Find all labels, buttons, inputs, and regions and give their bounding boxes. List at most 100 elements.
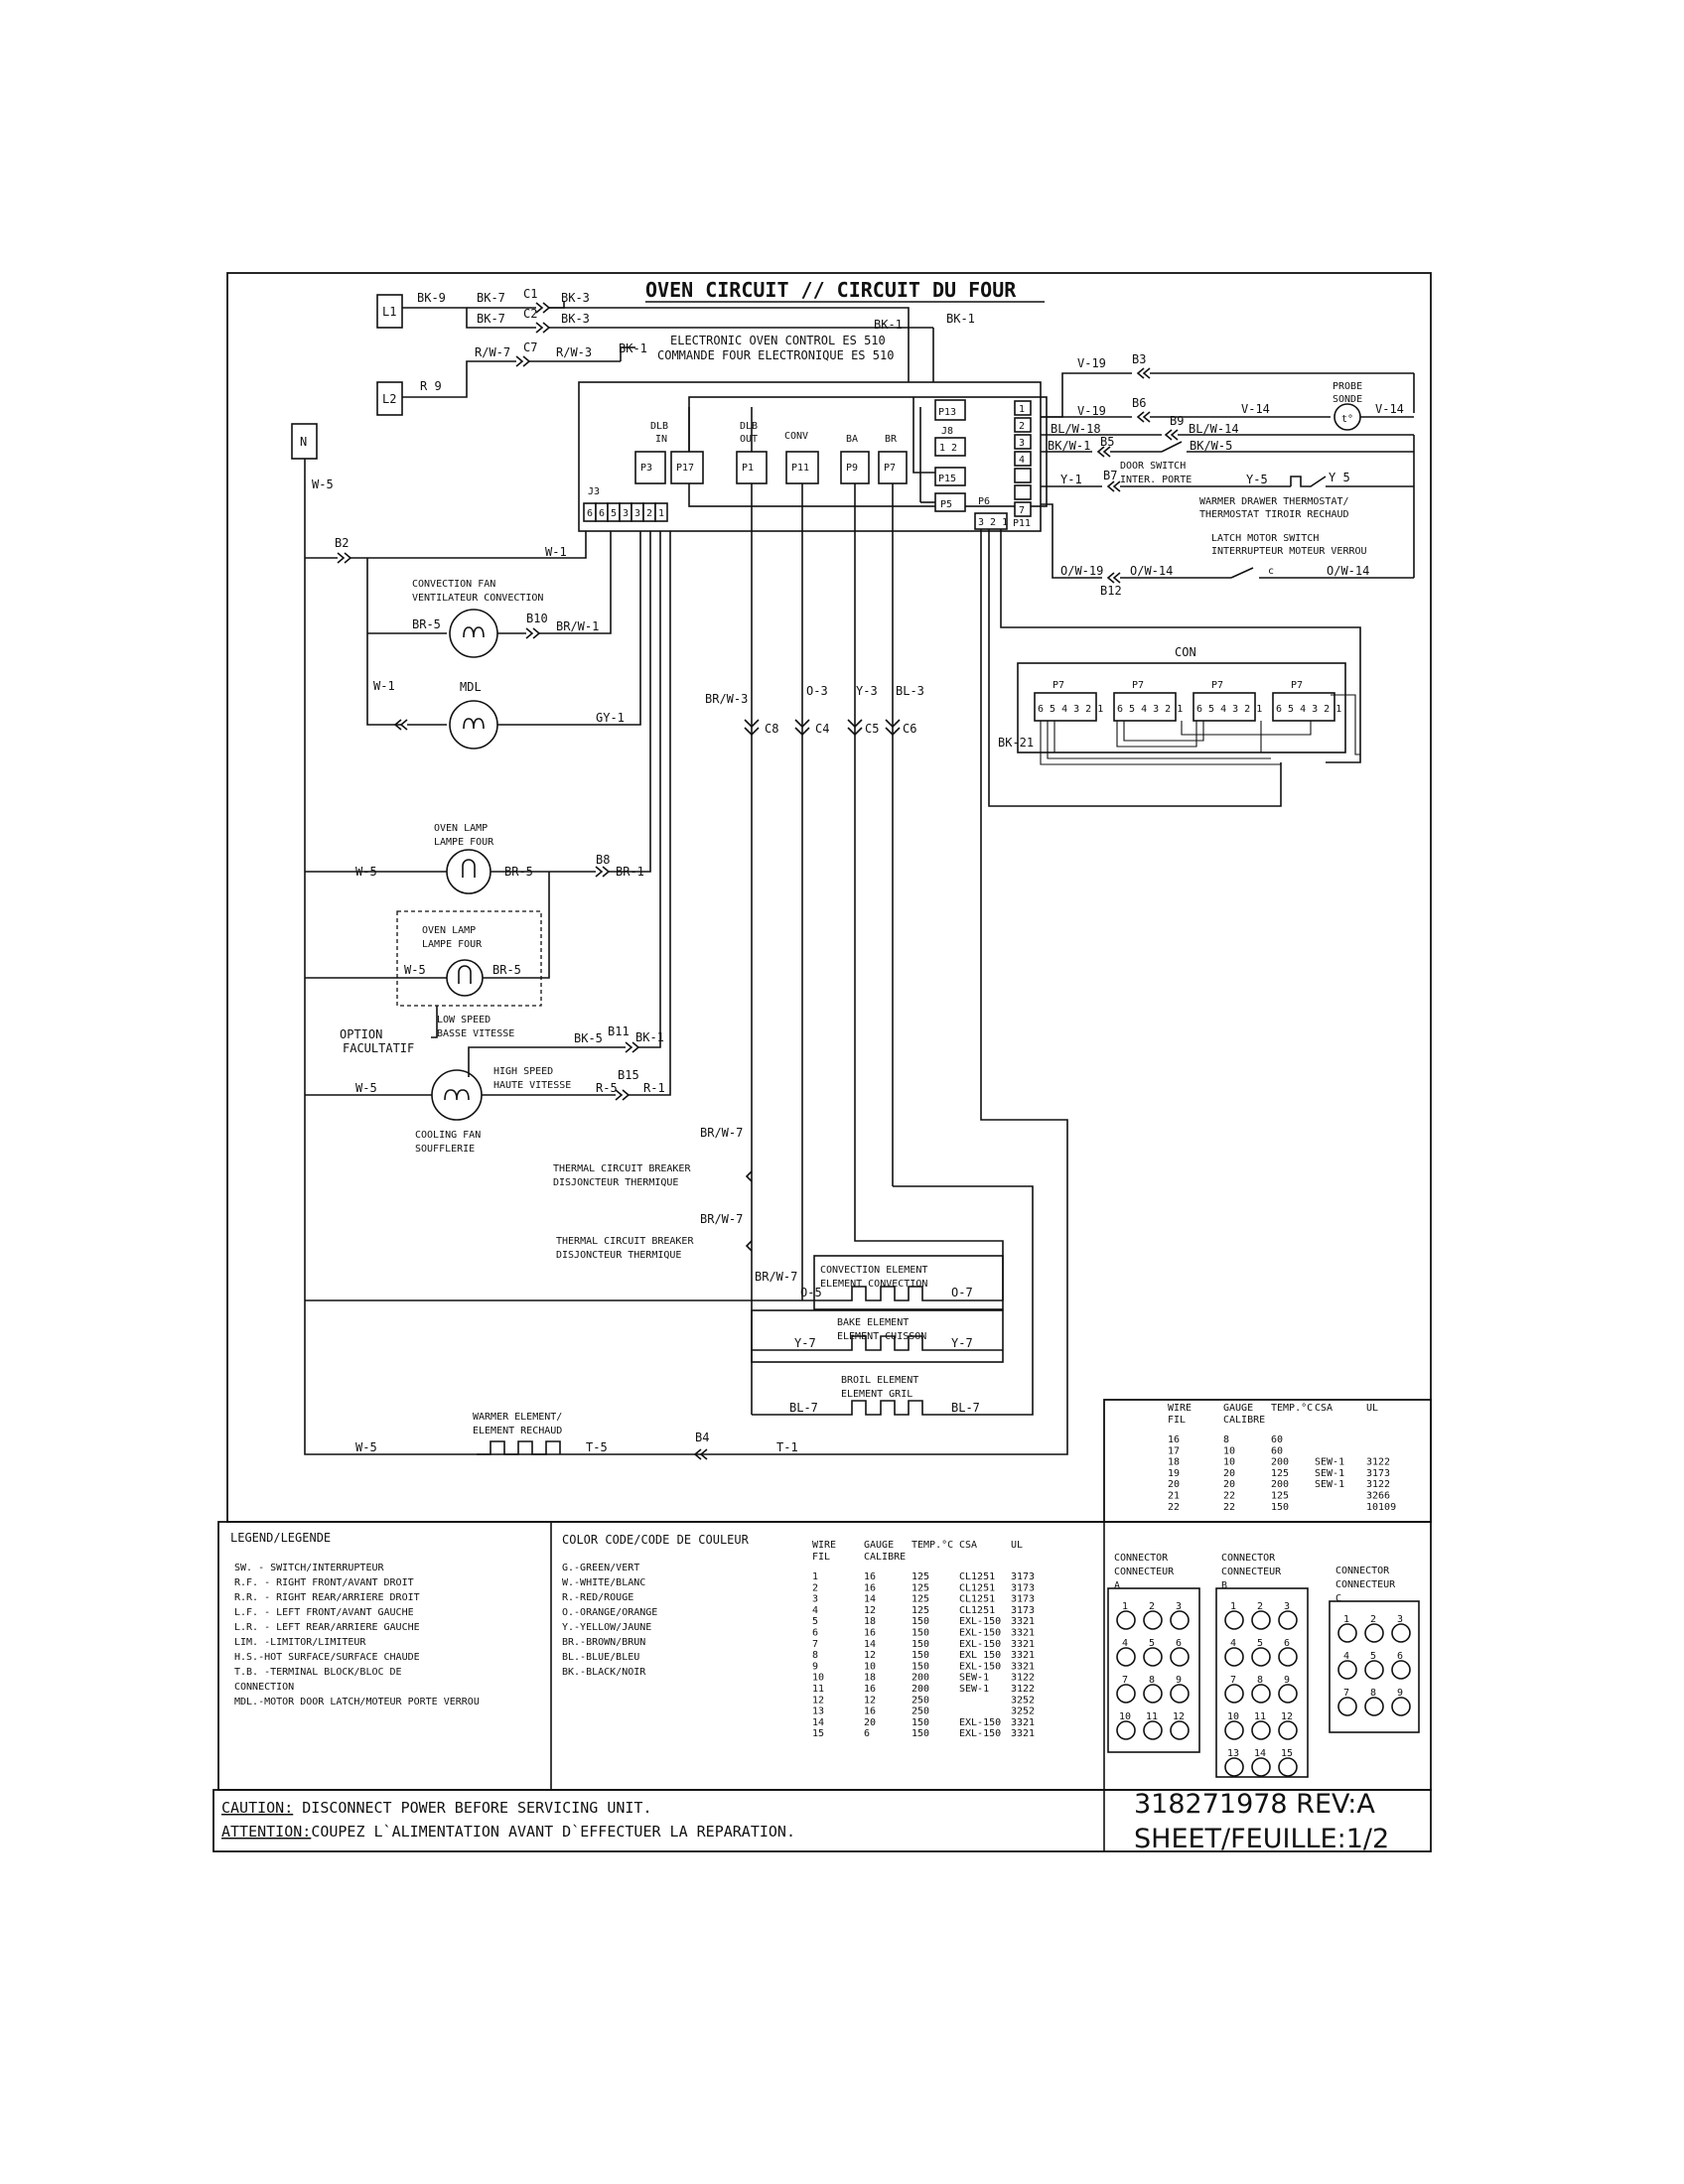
table-cell: 3321 bbox=[1011, 1717, 1035, 1728]
connector-b9: B9 bbox=[1170, 414, 1184, 428]
table-cell: 22 bbox=[1223, 1491, 1235, 1502]
legend-item: MDL.-MOTOR DOOR LATCH/MOTEUR PORTE VERRO… bbox=[234, 1697, 480, 1707]
table-cell: 3173 bbox=[1011, 1571, 1035, 1582]
legend-item: L.F. - LEFT FRONT/AVANT GAUCHE bbox=[234, 1607, 414, 1618]
wire-label-bk21: BK-21 bbox=[998, 736, 1034, 750]
control-ports: DLB IN P3 P17 DLB OUT P1 CONV P11 BA P9 … bbox=[583, 399, 1032, 530]
connector-b3: B3 bbox=[1132, 352, 1146, 366]
svg-text:P7: P7 bbox=[884, 463, 896, 474]
right-side-wiring bbox=[980, 367, 1415, 1430]
table-cell: 12 bbox=[864, 1650, 876, 1661]
connector-pin-number: 5 bbox=[1149, 1638, 1155, 1649]
warmer-element-label-fr: ELEMENT RECHAUD bbox=[473, 1426, 562, 1436]
svg-text:P11: P11 bbox=[1013, 518, 1031, 529]
legend-item: LIM. -LIMITOR/LIMITEUR bbox=[234, 1637, 366, 1648]
connector-pin bbox=[1116, 1647, 1136, 1667]
broil-element-label: BROIL ELEMENT bbox=[841, 1375, 918, 1386]
table-cell: 150 bbox=[912, 1717, 929, 1728]
attention-line: ATTENTION:COUPEZ L`ALIMENTATION AVANT D`… bbox=[221, 1823, 795, 1841]
cooling-fan bbox=[305, 531, 671, 1121]
connector-pin-number: 9 bbox=[1284, 1675, 1290, 1686]
wire-label-bk3a: BK-3 bbox=[561, 291, 590, 305]
right-pin-label: 7 bbox=[1019, 505, 1025, 516]
mdl-motor bbox=[449, 531, 641, 750]
svg-text:CONV: CONV bbox=[784, 431, 808, 442]
table-header: CSA bbox=[1315, 1403, 1333, 1414]
table-cell: 16 bbox=[864, 1684, 876, 1695]
probe-label: PROBE bbox=[1333, 381, 1362, 392]
connector-pin bbox=[1116, 1610, 1136, 1630]
wire-label-w5cool: W-5 bbox=[355, 1081, 377, 1095]
option-label-fr: FACULTATIF bbox=[343, 1041, 414, 1055]
table-cell: 200 bbox=[912, 1673, 929, 1684]
table-cell: SEW-1 bbox=[1315, 1479, 1344, 1490]
wire-label-bl7a: BL-7 bbox=[789, 1401, 818, 1415]
j3-pin-label: 5 bbox=[611, 508, 617, 519]
wire-label-o3: O-3 bbox=[806, 684, 828, 698]
wire-label-ow14b: O/W-14 bbox=[1327, 564, 1369, 578]
connector-letter: A bbox=[1114, 1580, 1120, 1591]
low-speed-label-fr: BASSE VITESSE bbox=[437, 1028, 514, 1039]
connector-pin-number: 6 bbox=[1397, 1651, 1403, 1662]
wire-label-w1b: W-1 bbox=[373, 679, 395, 693]
connector-pin bbox=[1278, 1647, 1298, 1667]
wire-label-bl7b: BL-7 bbox=[951, 1401, 980, 1415]
part-number: 318271978 REV:A bbox=[1134, 1789, 1375, 1820]
table-cell: 3321 bbox=[1011, 1639, 1035, 1650]
thermal-breakers bbox=[305, 1170, 753, 1301]
con-internal-wires bbox=[1040, 694, 1360, 765]
color-code-item: BL.-BLUE/BLEU bbox=[562, 1652, 639, 1663]
door-switch-label-fr: INTER. PORTE bbox=[1120, 475, 1192, 485]
connector-title: CONNECTOR bbox=[1114, 1553, 1169, 1564]
wire-label-brw7c: BR/W-7 bbox=[755, 1270, 797, 1284]
wire-label-ow19: O/W-19 bbox=[1060, 564, 1103, 578]
color-code-item: Y.-YELLOW/JAUNE bbox=[562, 1622, 651, 1633]
connector-pin-number: 13 bbox=[1227, 1748, 1239, 1759]
convection-fan-label: CONVECTION FAN bbox=[412, 579, 495, 590]
high-speed-label: HIGH SPEED bbox=[493, 1066, 553, 1077]
svg-text:P9: P9 bbox=[846, 463, 858, 474]
table-cell: EXL-150 bbox=[959, 1728, 1001, 1739]
connector-b4: B4 bbox=[695, 1431, 709, 1444]
latch-switch-label-fr: INTERRUPTEUR MOTEUR VERROU bbox=[1211, 546, 1367, 557]
wire-label-br1: BR-1 bbox=[616, 865, 644, 879]
legend-item: R.R. - RIGHT REAR/ARRIERE DROIT bbox=[234, 1592, 420, 1603]
wire-label-w5lamp: W-5 bbox=[355, 865, 377, 879]
table-header: TEMP.°C bbox=[912, 1540, 953, 1551]
table-cell: CL1251 bbox=[959, 1594, 995, 1605]
wire-label-w5n: W-5 bbox=[312, 478, 334, 491]
table-cell: 15 bbox=[812, 1728, 824, 1739]
legend-item: R.F. - RIGHT FRONT/AVANT DROIT bbox=[234, 1577, 414, 1588]
connector-pin-number: 2 bbox=[1149, 1601, 1155, 1612]
wire-label-r9: R 9 bbox=[420, 379, 442, 393]
latch-switch-label: LATCH MOTOR SWITCH bbox=[1211, 533, 1319, 544]
connector-pin-number: 1 bbox=[1230, 1601, 1236, 1612]
connector-b5: B5 bbox=[1100, 435, 1114, 449]
svg-text:P11: P11 bbox=[791, 463, 809, 474]
table-cell: 10 bbox=[1223, 1457, 1235, 1468]
connector-title: CONNECTOR bbox=[1221, 1553, 1276, 1564]
svg-text:P17: P17 bbox=[676, 463, 694, 474]
connector-b11: B11 bbox=[608, 1024, 630, 1038]
table-header: FIL bbox=[812, 1552, 830, 1563]
con-label: CON bbox=[1175, 645, 1196, 659]
bake-element-label: BAKE ELEMENT bbox=[837, 1317, 909, 1328]
wire-label-y7a: Y-7 bbox=[794, 1336, 816, 1350]
broil-element-label-fr: ELEMENT GRIL bbox=[841, 1389, 912, 1400]
optional-oven-lamp bbox=[305, 872, 550, 1038]
connector-outline bbox=[1107, 1587, 1200, 1753]
svg-text:P5: P5 bbox=[940, 499, 952, 510]
connector-pin-number: 7 bbox=[1343, 1688, 1349, 1699]
right-pin-label: 2 bbox=[1019, 421, 1025, 432]
table-cell: SEW-1 bbox=[1315, 1457, 1344, 1468]
wire-label-bk1a: BK-1 bbox=[946, 312, 975, 326]
table-header: GAUGE bbox=[864, 1540, 894, 1551]
connector-pin bbox=[1364, 1660, 1384, 1680]
connector-c7: C7 bbox=[523, 341, 537, 354]
table-cell: 200 bbox=[1271, 1457, 1289, 1468]
connector-pin bbox=[1251, 1684, 1271, 1704]
table-cell: 150 bbox=[912, 1639, 929, 1650]
connector-b10: B10 bbox=[526, 612, 548, 625]
table-cell: 250 bbox=[912, 1695, 929, 1706]
wire-label-v19a: V-19 bbox=[1077, 356, 1106, 370]
